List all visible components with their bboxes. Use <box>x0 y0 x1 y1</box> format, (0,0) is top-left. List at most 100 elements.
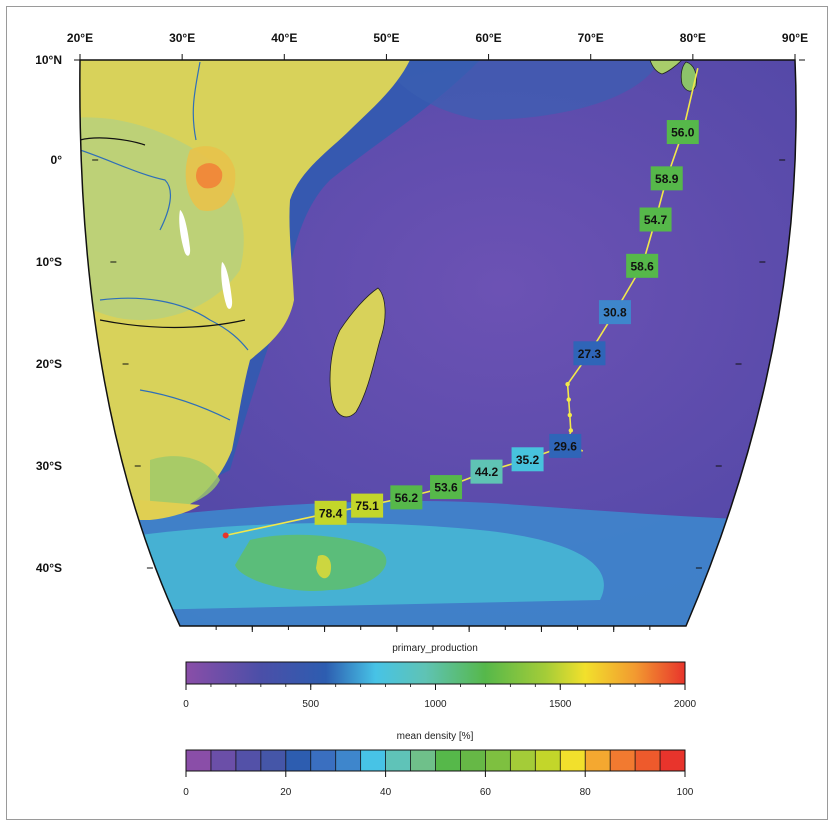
density-step <box>335 750 361 771</box>
colorbar-density-frame <box>185 749 686 772</box>
map-border <box>79 59 797 627</box>
lat-label: 10°N <box>35 53 62 67</box>
density-point: 53.6 <box>430 475 463 500</box>
lon-label: 30°E <box>169 31 195 45</box>
density-point-box <box>470 459 503 484</box>
river-limpopo <box>139 389 231 421</box>
africa-south-green <box>150 456 220 512</box>
track-station <box>566 397 571 402</box>
river-congo <box>79 149 172 231</box>
density-step <box>635 750 661 771</box>
sri-lanka <box>680 61 697 92</box>
density-point-box <box>639 207 672 232</box>
density-step <box>660 750 686 771</box>
lat-label: 20°S <box>36 357 62 371</box>
density-tick-label: 60 <box>480 787 492 798</box>
density-point-label: 75.1 <box>355 499 379 513</box>
density-step <box>385 750 411 771</box>
density-point-label: 35.2 <box>516 453 540 467</box>
river-nile <box>192 61 201 141</box>
lon-label: 60°E <box>475 31 501 45</box>
colorbar-density-steps <box>186 750 686 771</box>
density-point-box <box>351 493 384 518</box>
lake-victoria <box>196 163 223 189</box>
density-step <box>460 750 486 771</box>
density-point-label: 56.0 <box>671 126 695 140</box>
india-tip <box>649 60 683 75</box>
density-step <box>510 750 536 771</box>
density-point: 29.6 <box>549 433 582 458</box>
density-step <box>435 750 461 771</box>
density-point-label: 30.8 <box>603 306 627 320</box>
river-zambezi <box>99 297 249 351</box>
density-point: 56.0 <box>666 120 699 145</box>
density-point-label: 58.9 <box>655 172 679 186</box>
density-point-box <box>390 485 423 510</box>
colorbar-pp-title: primary_production <box>392 643 478 654</box>
density-point: 78.4 <box>314 500 347 525</box>
density-step <box>610 750 636 771</box>
density-point-box <box>573 341 606 366</box>
map-area <box>79 60 797 626</box>
start-port-marker <box>222 532 229 539</box>
lon-label: 90°E <box>782 31 808 45</box>
lon-label: 50°E <box>373 31 399 45</box>
density-tick-label: 80 <box>580 787 592 798</box>
density-step <box>285 750 312 771</box>
density-point: 58.9 <box>650 166 683 191</box>
madagascar <box>329 287 386 418</box>
density-tick-label: 20 <box>280 787 292 798</box>
lake-tanganyika <box>179 210 191 256</box>
density-step <box>186 750 212 771</box>
lat-label: 10°S <box>36 255 62 269</box>
figure-frame <box>6 6 828 820</box>
density-point: 35.2 <box>511 447 544 472</box>
colorbar-pp-gradient <box>185 661 686 685</box>
density-point-box <box>430 475 463 500</box>
southern-africa-tip <box>140 500 200 520</box>
track-station <box>567 412 573 418</box>
density-point: 56.2 <box>390 485 423 510</box>
density-step <box>360 750 386 771</box>
density-point-box <box>650 166 683 191</box>
density-step <box>485 750 511 771</box>
track-station <box>568 428 574 433</box>
density-step <box>535 750 561 771</box>
density-point-box <box>314 500 347 525</box>
density-tick-label: 0 <box>183 787 189 798</box>
density-step <box>260 750 287 771</box>
density-step <box>560 750 586 771</box>
density-point: 75.1 <box>351 493 384 518</box>
density-step <box>310 750 336 771</box>
density-labels: 56.0 58.9 54.7 58.6 30.8 27.3 29.6 35.2 44.2 53.6… <box>314 120 699 525</box>
density-point-box <box>626 253 659 278</box>
density-point: 58.6 <box>626 253 659 278</box>
lake-malawi <box>221 262 233 309</box>
lat-label: 40°S <box>36 561 62 575</box>
density-tick-label: 100 <box>677 787 694 798</box>
southern-green-patch <box>235 534 387 591</box>
density-point-label: 54.7 <box>644 213 668 227</box>
arabian-sea-blue <box>380 60 660 120</box>
lon-label: 80°E <box>680 31 706 45</box>
density-point-box <box>598 300 631 325</box>
density-point-label: 58.6 <box>630 259 654 273</box>
density-point: 27.3 <box>573 341 606 366</box>
density-point-label: 29.6 <box>554 439 578 453</box>
track-station <box>565 381 570 387</box>
border-lines <box>79 137 246 329</box>
density-step <box>235 750 262 771</box>
lat-label: 30°S <box>36 459 62 473</box>
density-point-label: 53.6 <box>434 481 458 495</box>
lon-label: 70°E <box>578 31 604 45</box>
southern-yellow-patch <box>316 554 332 579</box>
lon-label: 20°E <box>67 31 93 45</box>
density-point-label: 27.3 <box>578 347 602 361</box>
density-point-label: 78.4 <box>319 506 343 520</box>
density-point: 44.2 <box>470 459 503 484</box>
